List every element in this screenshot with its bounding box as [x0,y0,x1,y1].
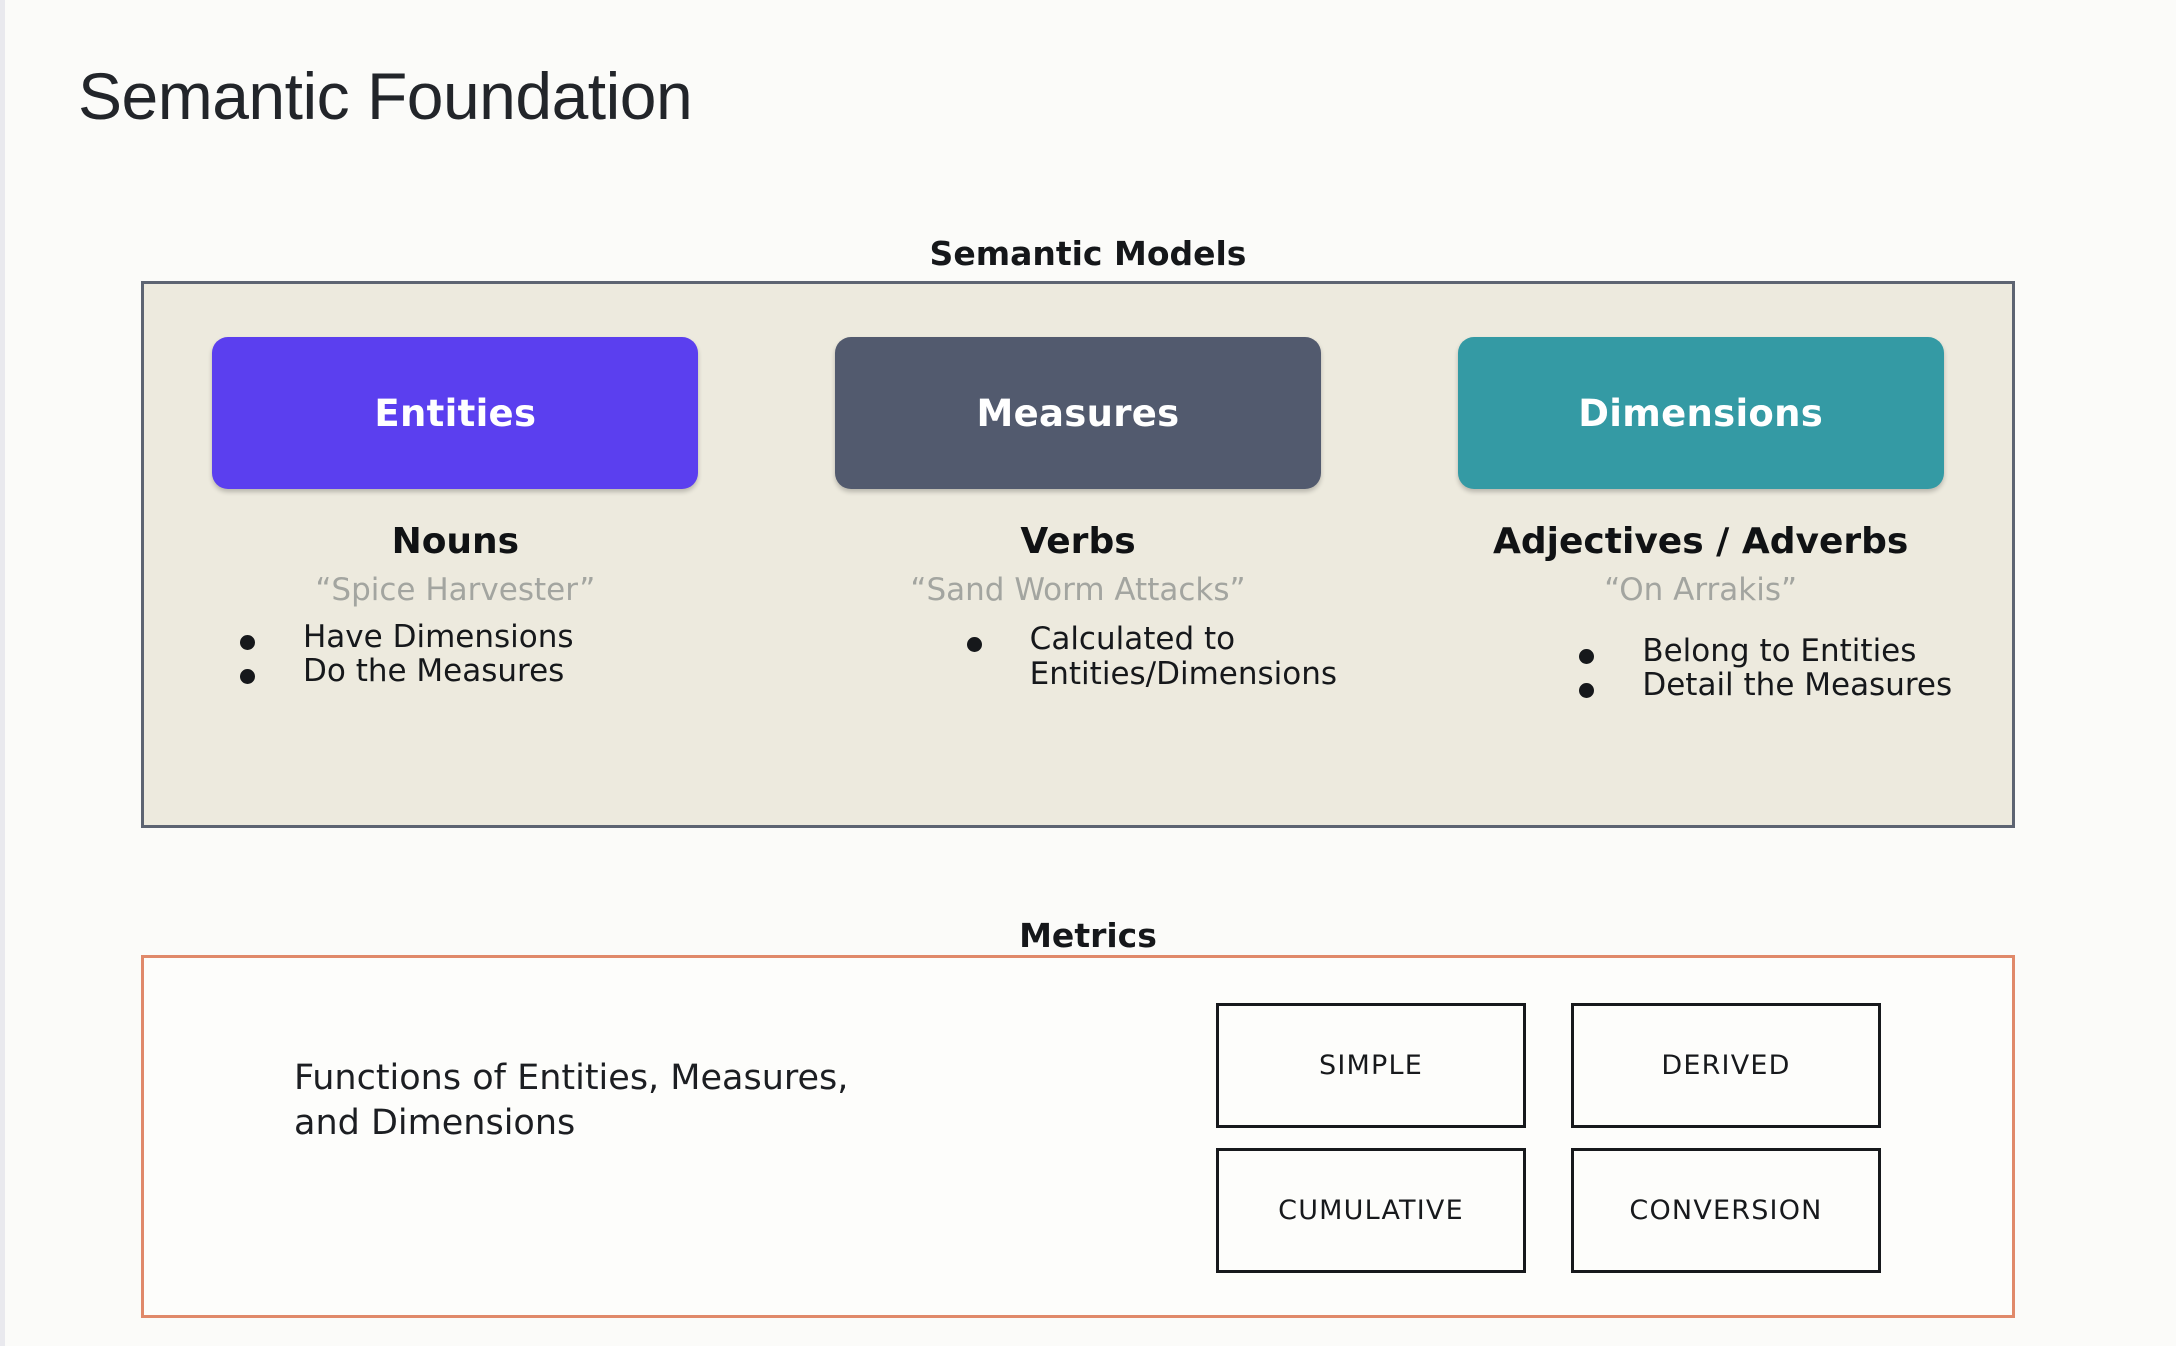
list-item: Do the Measures [240,656,767,687]
page-title: Semantic Foundation [78,59,693,133]
dimensions-part-of-speech: Adjectives / Adverbs [1493,521,1909,562]
metrics-panel: Functions of Entities, Measures, and Dim… [141,955,2015,1318]
left-edge-strip [0,0,5,1346]
entities-example: “Spice Harvester” [315,572,596,608]
list-item-label: Detail the Measures [1642,667,1953,703]
entities-bullet-list: Have Dimensions Do the Measures [144,622,767,690]
measures-example: “Sand Worm Attacks” [910,572,1246,608]
semantic-models-caption: Semantic Models [929,234,1247,273]
bullet-dot-icon [240,635,255,650]
semantic-column-dimensions: Dimensions Adjectives / Adverbs “On Arra… [1389,284,2012,825]
list-item-line: Calculated to [1029,621,1236,657]
metrics-description: Functions of Entities, Measures, and Dim… [294,1056,848,1146]
bullet-dot-icon [966,637,982,652]
metric-type-grid: SIMPLE DERIVED CUMULATIVE CONVERSION [1216,1003,1881,1273]
semantic-column-entities: Entities Nouns “Spice Harvester” Have Di… [144,284,767,825]
list-item-label: Belong to Entities [1642,633,1917,669]
list-item-line: Entities/Dimensions [1029,656,1338,692]
bullet-dot-icon [1579,683,1595,698]
bullet-dot-icon [240,669,255,684]
metric-type-derived[interactable]: DERIVED [1571,1003,1881,1128]
bullet-dot-icon [1579,649,1595,664]
metric-type-cumulative[interactable]: CUMULATIVE [1216,1148,1526,1273]
metrics-caption: Metrics [1019,916,1157,955]
list-item: Calculated to Entities/Dimensions [966,624,1390,694]
dimensions-pill[interactable]: Dimensions [1457,337,1944,489]
measures-pill[interactable]: Measures [835,337,1321,489]
semantic-column-measures: Measures Verbs “Sand Worm Attacks” Calcu… [767,284,1390,825]
list-item: Have Dimensions [240,622,767,653]
semantic-models-columns: Entities Nouns “Spice Harvester” Have Di… [144,284,2012,825]
entities-pill[interactable]: Entities [212,337,699,489]
list-item: Detail the Measures [1579,670,2012,701]
metrics-description-line: Functions of Entities, Measures, [294,1058,849,1098]
metric-type-simple[interactable]: SIMPLE [1216,1003,1526,1128]
metrics-description-line: and Dimensions [294,1102,576,1143]
list-item-label: Calculated to Entities/Dimensions [1030,624,1337,694]
list-item: Belong to Entities [1579,636,2012,667]
metric-type-conversion[interactable]: CONVERSION [1571,1148,1881,1273]
measures-bullet-list: Calculated to Entities/Dimensions [767,624,1390,697]
list-item-label: Do the Measures [303,653,565,689]
measures-part-of-speech: Verbs [1020,521,1136,562]
list-item-label: Have Dimensions [303,619,574,655]
dimensions-bullet-list: Belong to Entities Detail the Measures [1389,636,2012,704]
entities-part-of-speech: Nouns [391,521,520,562]
dimensions-example: “On Arrakis” [1604,572,1798,608]
semantic-models-panel: Entities Nouns “Spice Harvester” Have Di… [141,281,2015,828]
